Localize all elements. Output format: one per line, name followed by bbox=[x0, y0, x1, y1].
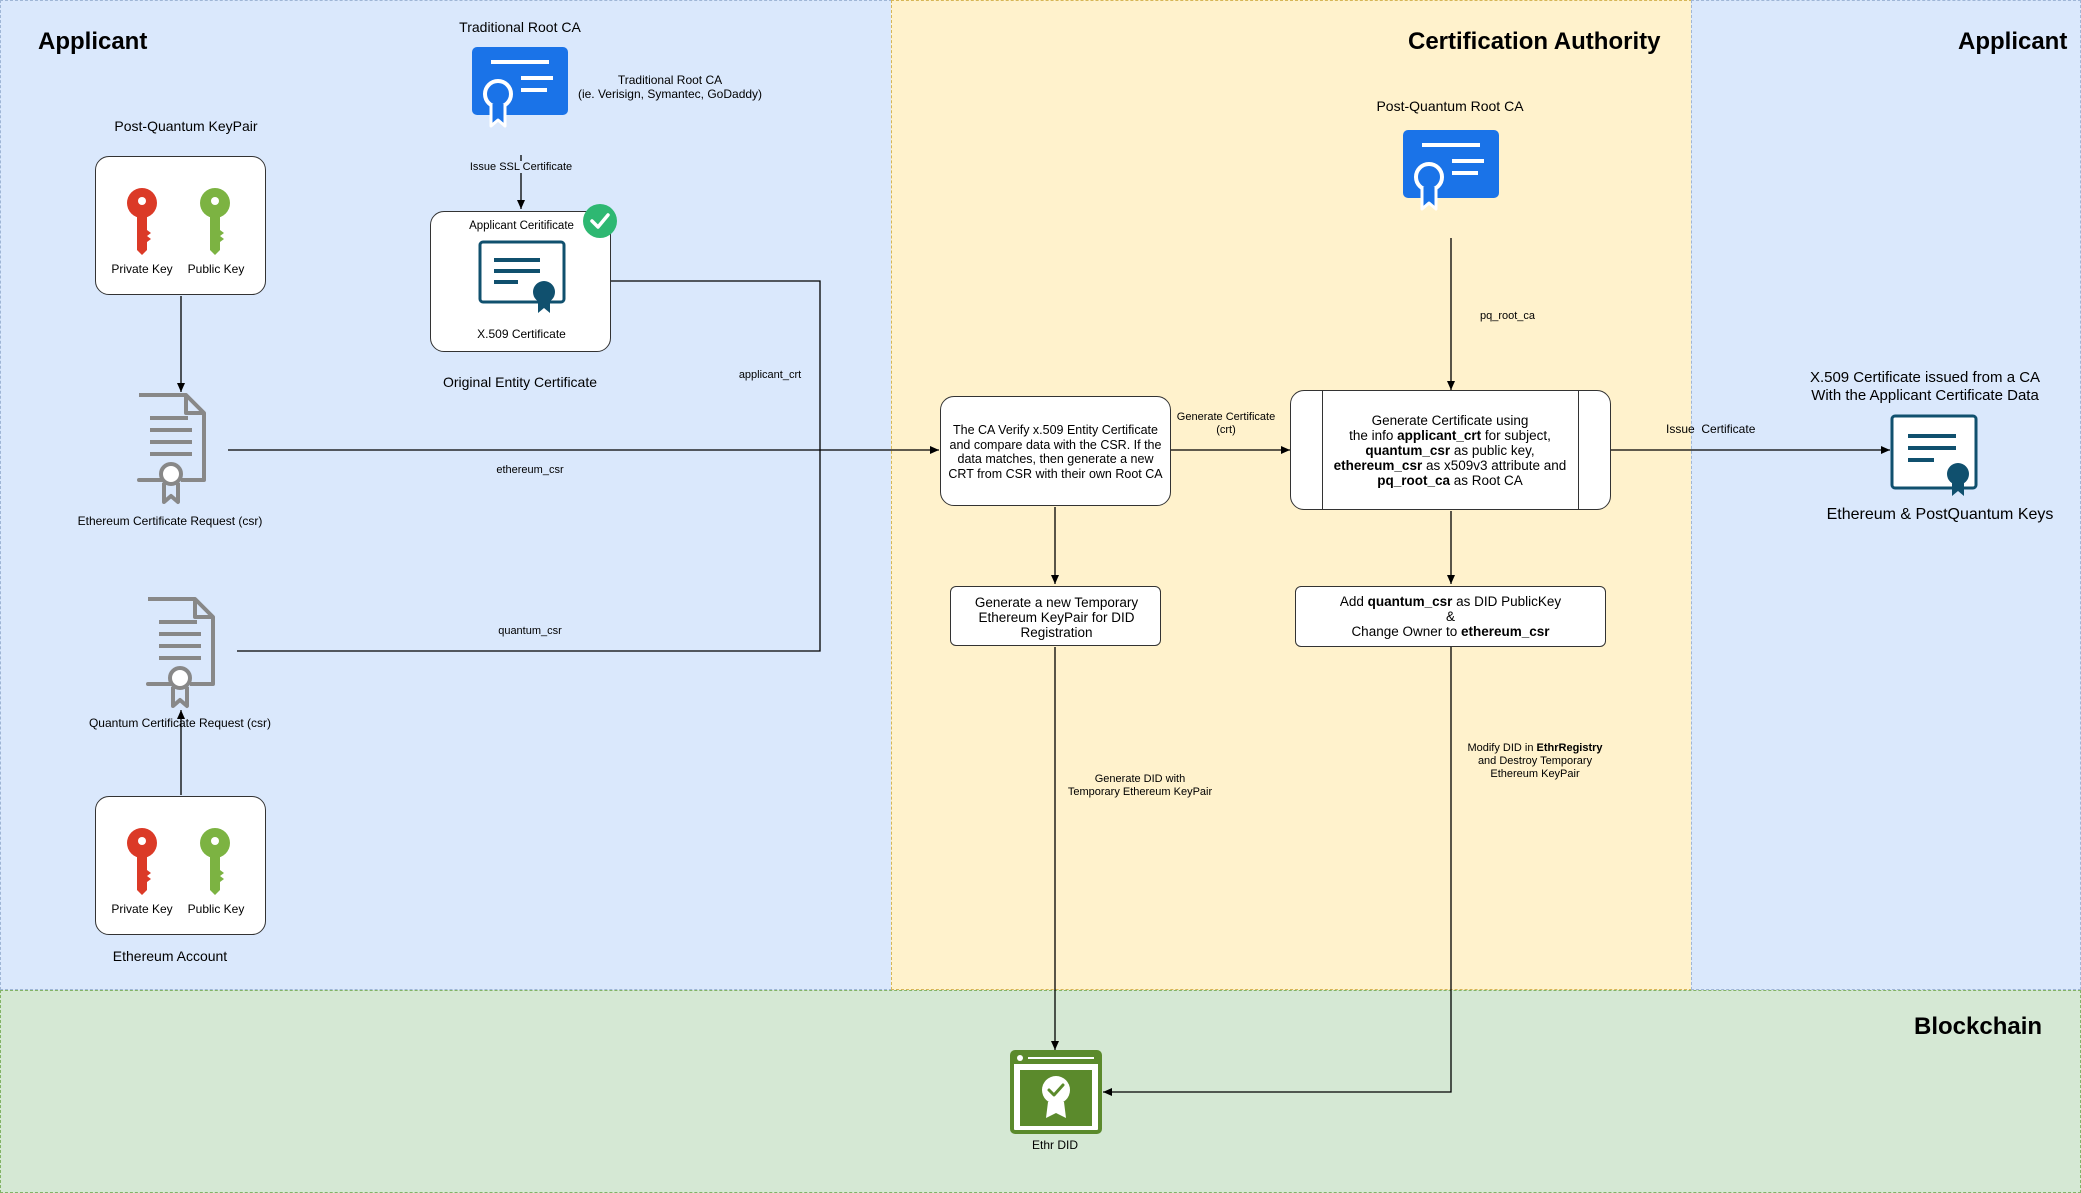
add-did-key-text: Add quantum_csr as DID PublicKey & Chang… bbox=[1296, 594, 1605, 639]
ethereum-csr-edge-label: ethereum_csr bbox=[496, 464, 564, 476]
public-key-icon bbox=[200, 828, 230, 895]
pq-keypair-box: Private Key Public Key bbox=[95, 156, 266, 295]
gen-line-2: the info applicant_crt for subject, bbox=[1322, 428, 1578, 443]
pq-keypair-title: Post-Quantum KeyPair bbox=[114, 118, 258, 134]
original-entity-certificate-label: Original Entity Certificate bbox=[442, 374, 598, 390]
issue-certificate-edge-label: Issue Certificate bbox=[1666, 422, 1756, 436]
modify-did-edge-label-2: and Destroy Temporary bbox=[1477, 755, 1593, 767]
edge-add-to-did bbox=[1103, 647, 1452, 1096]
zone-applicant-right bbox=[1691, 0, 2081, 990]
gen-line-5-post: as Root CA bbox=[1450, 473, 1523, 488]
ca-verify-text: The CA Verify x.509 Entity Certificate a… bbox=[948, 423, 1163, 481]
generate-did-edge-label-2: Temporary Ethereum KeyPair bbox=[1067, 786, 1213, 798]
ethereum-csr-label: Ethereum Certificate Request (csr) bbox=[77, 514, 263, 528]
gen-line-3-post: as public key, bbox=[1450, 443, 1535, 458]
gen-line-4-post: as x509v3 attribute and bbox=[1422, 458, 1567, 473]
pq-root-ca-edge-label: pq_root_ca bbox=[1480, 310, 1536, 322]
eth-private-key-label: Private Key bbox=[111, 902, 173, 916]
quantum-csr-document-icon bbox=[146, 597, 215, 708]
add-line-1-pre: Add bbox=[1339, 594, 1368, 609]
process-right-divider bbox=[1578, 391, 1579, 509]
issued-certificate-line1: X.509 Certificate issued from a CA bbox=[1809, 369, 2041, 386]
private-key-icon bbox=[127, 188, 157, 255]
traditional-root-ca-certificate-icon bbox=[472, 47, 568, 128]
add-did-key-box: Add quantum_csr as DID PublicKey & Chang… bbox=[1295, 586, 1606, 647]
ethr-did-icon bbox=[1010, 1050, 1102, 1134]
zone-title-blockchain: Blockchain bbox=[1914, 1013, 2043, 1040]
modify-did-edge-label-1: Modify DID in EthrRegistry bbox=[1455, 742, 1615, 754]
zone-title-applicant-right: Applicant bbox=[1958, 28, 2068, 55]
ethereum-account-title: Ethereum Account bbox=[112, 948, 228, 964]
add-line-3-pre: Change Owner to bbox=[1351, 624, 1461, 639]
modify-did-edge-text: Modify DID in bbox=[1467, 742, 1537, 754]
generate-certificate-text: Generate Certificate using the info appl… bbox=[1322, 413, 1578, 488]
gen-line-1: Generate Certificate using bbox=[1371, 413, 1529, 428]
ethr-registry-text: EthrRegistry bbox=[1536, 742, 1603, 754]
check-circle-icon bbox=[583, 204, 617, 238]
generate-certificate-edge-label-1: Generate Certificate bbox=[1176, 411, 1276, 423]
add-line-3-bold: ethereum_csr bbox=[1461, 624, 1550, 639]
gen-line-3: quantum_csr as public key, bbox=[1322, 443, 1578, 458]
issue-ssl-certificate-label: Issue SSL Certificate bbox=[460, 161, 582, 173]
ethr-did-label: Ethr DID bbox=[1031, 1138, 1078, 1152]
issued-certificate-icon bbox=[1890, 414, 1978, 496]
gen-line-5-bold: pq_root_ca bbox=[1377, 473, 1450, 488]
traditional-root-ca-note-line1: Traditional Root CA bbox=[617, 73, 723, 87]
applicant-certificate-box: Applicant Ceritificate X.509 Certificate bbox=[430, 211, 611, 352]
process-left-divider bbox=[1322, 391, 1323, 509]
ethereum-csr-document-icon bbox=[137, 393, 206, 504]
edge-applicant-crt bbox=[237, 280, 821, 652]
gen-line-4: ethereum_csr as x509v3 attribute and bbox=[1322, 458, 1578, 473]
traditional-root-ca-note-line2: (ie. Verisign, Symantec, GoDaddy) bbox=[577, 87, 763, 101]
generate-certificate-edge-label-2: (crt) bbox=[1216, 424, 1236, 436]
gen-line-2-bold: applicant_crt bbox=[1397, 428, 1482, 443]
generate-certificate-box: Generate Certificate using the info appl… bbox=[1290, 390, 1611, 510]
gen-line-2-pre: the info bbox=[1349, 428, 1398, 443]
gen-line-3-bold: quantum_csr bbox=[1365, 443, 1451, 458]
gen-line-4-bold: ethereum_csr bbox=[1333, 458, 1423, 473]
add-line-2: & bbox=[1445, 609, 1455, 624]
pq-public-key-label: Public Key bbox=[187, 262, 245, 276]
temp-keypair-box: Generate a new Temporary Ethereum KeyPai… bbox=[950, 586, 1161, 646]
modify-did-edge-label-3: Ethereum KeyPair bbox=[1490, 768, 1580, 780]
quantum-csr-label: Quantum Certificate Request (csr) bbox=[88, 716, 272, 730]
pq-private-key-label: Private Key bbox=[111, 262, 173, 276]
applicant-certificate-title: Applicant Ceritificate bbox=[469, 220, 574, 232]
add-line-1: Add quantum_csr as DID PublicKey bbox=[1296, 594, 1605, 609]
pq-root-ca-title: Post-Quantum Root CA bbox=[1376, 98, 1524, 114]
x509-certificate-label: X.509 Certificate bbox=[477, 327, 566, 341]
x509-certificate-icon bbox=[478, 240, 566, 313]
zone-title-applicant-left: Applicant bbox=[38, 28, 148, 55]
add-line-1-bold: quantum_csr bbox=[1367, 594, 1453, 609]
gen-line-2-post: for subject, bbox=[1481, 428, 1551, 443]
pq-root-ca-certificate-icon bbox=[1403, 130, 1499, 211]
ethereum-postquantum-keys-label: Ethereum & PostQuantum Keys bbox=[1826, 506, 2054, 523]
private-key-icon bbox=[127, 828, 157, 895]
gen-line-5: pq_root_ca as Root CA bbox=[1322, 473, 1578, 488]
ethereum-account-box: Private Key Public Key bbox=[95, 796, 266, 935]
temp-keypair-text: Generate a new Temporary Ethereum KeyPai… bbox=[974, 595, 1139, 640]
public-key-icon bbox=[200, 188, 230, 255]
generate-did-edge-label-1: Generate DID with bbox=[1094, 773, 1186, 785]
add-line-3: Change Owner to ethereum_csr bbox=[1296, 624, 1605, 639]
applicant-crt-edge-label: applicant_crt bbox=[738, 369, 802, 381]
add-line-1-post: as DID PublicKey bbox=[1452, 594, 1562, 609]
eth-public-key-label: Public Key bbox=[187, 902, 245, 916]
zone-title-certification-authority: Certification Authority bbox=[1408, 28, 1661, 55]
issued-certificate-line2: With the Applicant Certificate Data bbox=[1811, 387, 2039, 404]
quantum-csr-edge-label: quantum_csr bbox=[498, 625, 562, 637]
traditional-root-ca-title: Traditional Root CA bbox=[459, 19, 581, 35]
ca-verify-box: The CA Verify x.509 Entity Certificate a… bbox=[940, 396, 1171, 506]
